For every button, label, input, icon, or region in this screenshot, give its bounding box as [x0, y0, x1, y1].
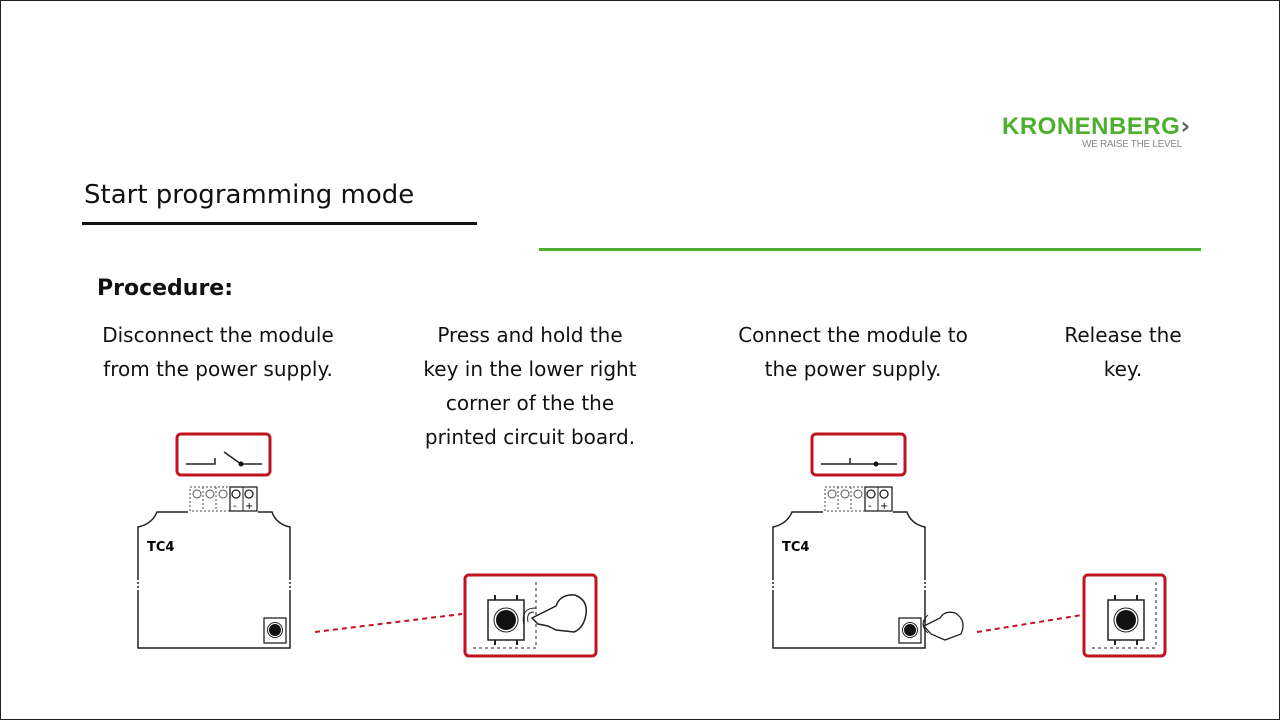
released-key-diagram	[976, 573, 1167, 658]
board-label-2: TC4	[782, 540, 809, 555]
logo-name: KRONENBERG	[1002, 113, 1181, 140]
step-1-text: Disconnect the module from the power sup…	[102, 323, 334, 381]
kronenberg-logo: KRONENBERG› WE RAISE THE LEVEL	[1002, 112, 1202, 150]
minus-label: -	[233, 501, 237, 512]
step-3-text: Connect the module to the power supply.	[738, 323, 968, 381]
step-4-text: Release the key.	[1064, 323, 1182, 381]
finger-press-icon	[530, 594, 588, 633]
procedure-label: Procedure:	[97, 276, 234, 301]
zoom-connector	[314, 613, 463, 633]
switch-open-icon	[186, 451, 262, 465]
svg-text:+: +	[880, 501, 888, 512]
title-underline	[82, 222, 477, 225]
board-diagram-2	[772, 432, 964, 649]
finger-press-small-icon	[922, 611, 964, 641]
svg-text:-: -	[868, 501, 872, 512]
board-label-1: TC4	[147, 540, 174, 555]
page-title: Start programming mode	[84, 180, 415, 210]
board-diagram-1	[137, 432, 598, 658]
switch-closed-highlight	[810, 432, 907, 477]
chevron-right-icon: ›	[1180, 112, 1191, 140]
green-divider	[539, 248, 1201, 251]
plus-label: +	[245, 501, 253, 512]
logo-tagline: WE RAISE THE LEVEL	[1082, 139, 1183, 150]
step-2-text: Press and hold the key in the lower righ…	[423, 323, 637, 449]
switch-closed-icon	[821, 458, 897, 465]
switch-open-highlight	[175, 432, 272, 477]
